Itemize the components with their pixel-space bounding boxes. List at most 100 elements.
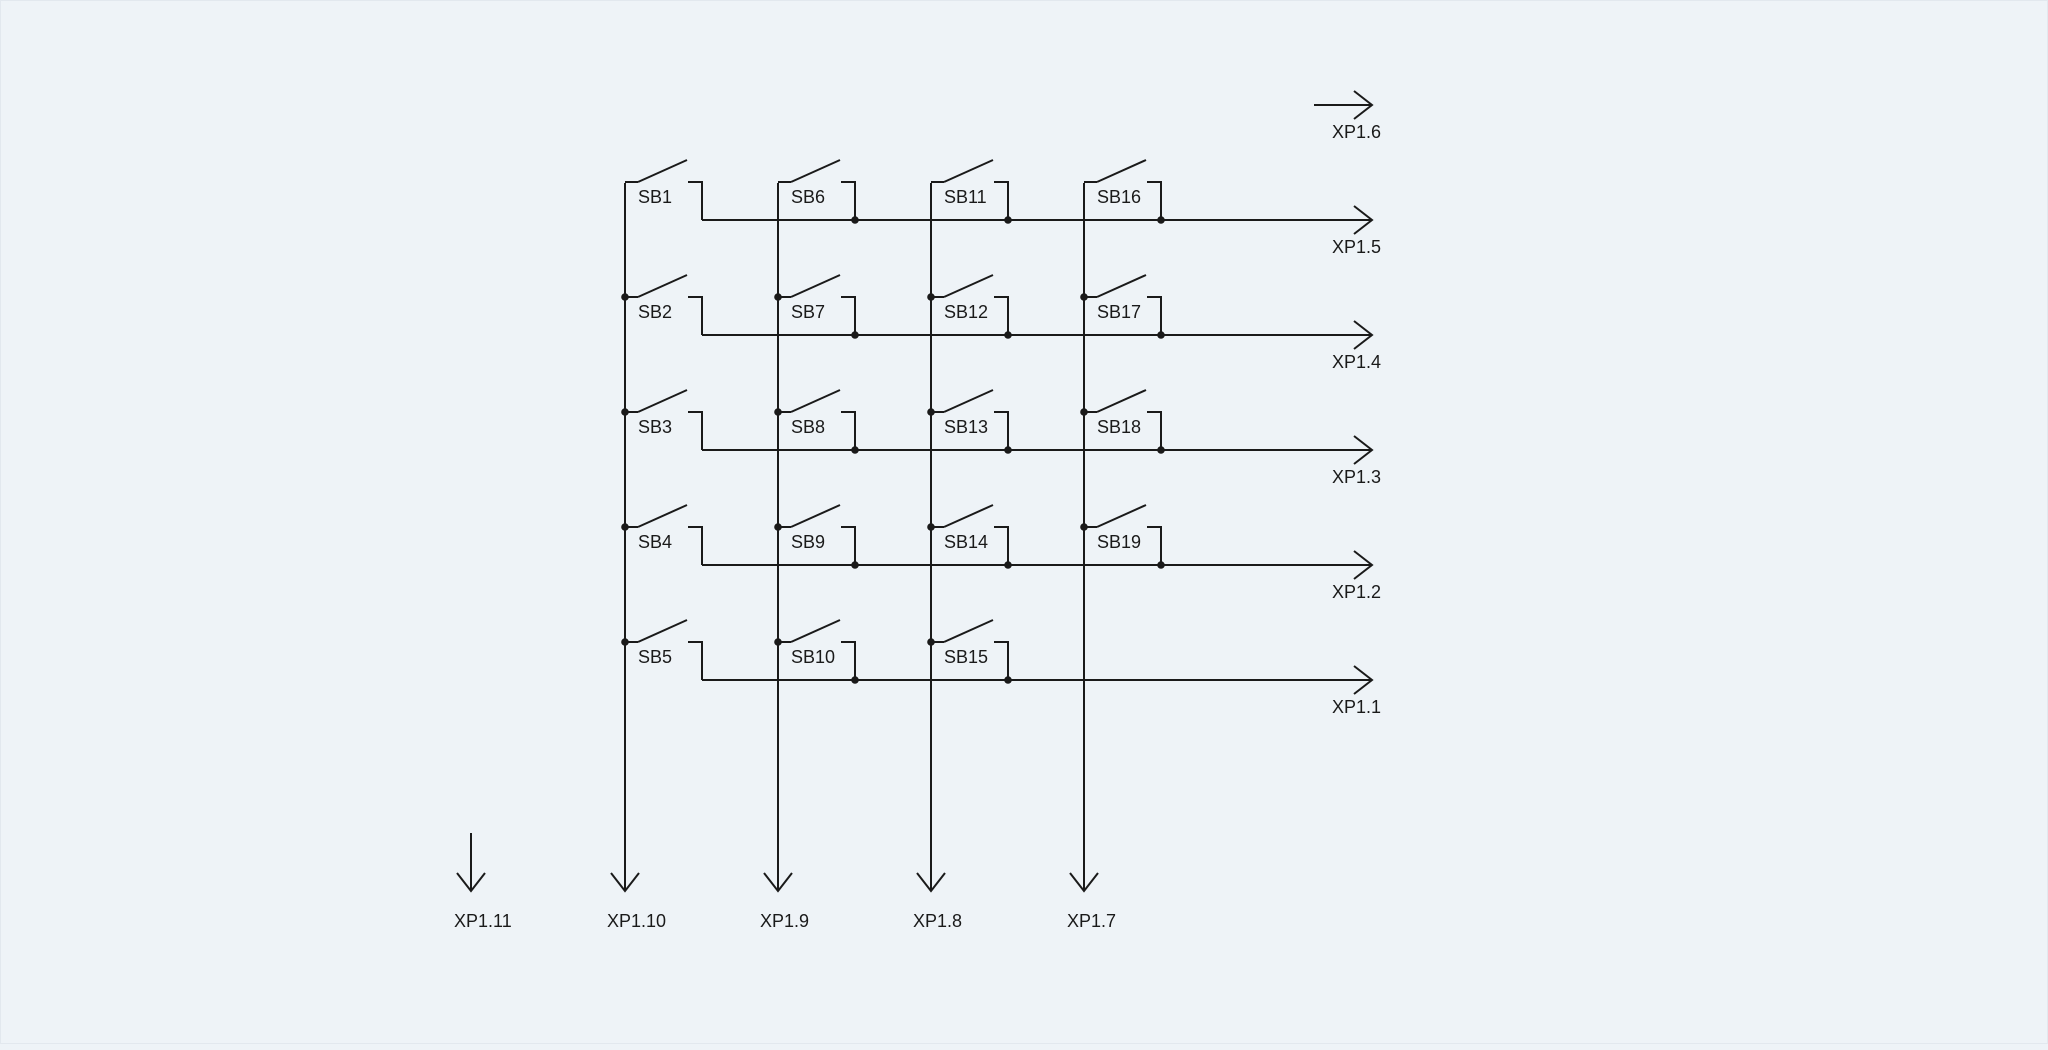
switch-blade <box>790 619 841 643</box>
row-output-label-1: XP1.5 <box>1332 237 1381 257</box>
junction-dot <box>621 408 629 416</box>
switch-blade <box>637 619 688 643</box>
switch-label-sb9: SB9 <box>791 532 825 552</box>
row-output-label-5: XP1.1 <box>1332 697 1381 717</box>
switch-sb11 <box>931 159 1009 220</box>
junction-dot <box>1157 331 1165 339</box>
switch-blade <box>1096 274 1147 298</box>
switch-label-sb7: SB7 <box>791 302 825 322</box>
switch-right-contact <box>688 296 703 335</box>
switch-label-sb14: SB14 <box>944 532 988 552</box>
switch-label-sb3: SB3 <box>638 417 672 437</box>
switch-right-contact <box>994 641 1009 680</box>
switch-right-contact <box>994 181 1009 220</box>
junction-dot <box>774 638 782 646</box>
column-output-label-2: XP1.9 <box>760 911 809 931</box>
switch-label-sb1: SB1 <box>638 187 672 207</box>
switch-right-contact <box>1147 526 1162 565</box>
switch-label-sb17: SB17 <box>1097 302 1141 322</box>
switch-blade <box>637 274 688 298</box>
junction-dot <box>621 293 629 301</box>
switch-right-contact <box>841 181 856 220</box>
switch-label-sb2: SB2 <box>638 302 672 322</box>
junction-dot <box>774 523 782 531</box>
switch-right-contact <box>688 181 703 220</box>
switch-right-contact <box>1147 296 1162 335</box>
switch-label-sb4: SB4 <box>638 532 672 552</box>
switch-right-contact <box>994 526 1009 565</box>
switch-blade <box>1096 504 1147 528</box>
switch-right-contact <box>841 411 856 450</box>
junction-dot <box>1157 446 1165 454</box>
column-output-arrow-4 <box>1069 872 1099 893</box>
junction-dot <box>1004 216 1012 224</box>
row-output-arrow-3 <box>1353 435 1374 465</box>
switch-blade <box>1096 389 1147 413</box>
row-output-label-2: XP1.4 <box>1332 352 1381 372</box>
junction-dot <box>927 408 935 416</box>
switch-label-sb5: SB5 <box>638 647 672 667</box>
switch-label-sb18: SB18 <box>1097 417 1141 437</box>
column-output-arrow-0 <box>456 872 486 893</box>
switch-blade <box>943 504 994 528</box>
switch-label-sb6: SB6 <box>791 187 825 207</box>
row-output-arrow-4 <box>1353 550 1374 580</box>
junction-dot <box>851 561 859 569</box>
switch-label-sb8: SB8 <box>791 417 825 437</box>
switch-sb16 <box>1084 159 1162 220</box>
switch-right-contact <box>841 526 856 565</box>
switch-right-contact <box>994 411 1009 450</box>
switch-blade <box>943 159 994 183</box>
junction-dot <box>851 676 859 684</box>
switch-label-sb12: SB12 <box>944 302 988 322</box>
switch-label-sb16: SB16 <box>1097 187 1141 207</box>
junction-dot <box>1080 408 1088 416</box>
switch-blade <box>943 274 994 298</box>
column-output-label-0: XP1.11 <box>454 911 512 931</box>
column-output-label-3: XP1.8 <box>913 911 962 931</box>
column-output-arrow-3 <box>916 872 946 893</box>
switch-blade <box>943 389 994 413</box>
switch-blade <box>637 159 688 183</box>
junction-dot <box>851 216 859 224</box>
column-output-arrow-2 <box>763 872 793 893</box>
switch-right-contact <box>688 411 703 450</box>
junction-dot <box>927 523 935 531</box>
row-output-label-0: XP1.6 <box>1332 122 1381 142</box>
junction-dot <box>851 446 859 454</box>
row-output-label-3: XP1.3 <box>1332 467 1381 487</box>
row-output-arrow-5 <box>1353 665 1374 695</box>
junction-dot <box>1080 293 1088 301</box>
switch-label-sb11: SB11 <box>944 187 987 207</box>
junction-dot <box>1157 561 1165 569</box>
switch-right-contact <box>688 526 703 565</box>
switch-right-contact <box>841 296 856 335</box>
junction-dot <box>621 523 629 531</box>
switch-blade <box>637 504 688 528</box>
row-output-label-4: XP1.2 <box>1332 582 1381 602</box>
switch-blade <box>790 274 841 298</box>
column-output-label-4: XP1.7 <box>1067 911 1116 931</box>
junction-dot <box>851 331 859 339</box>
junction-dot <box>1004 676 1012 684</box>
junction-dot <box>1004 331 1012 339</box>
switch-right-contact <box>841 641 856 680</box>
switch-right-contact <box>688 641 703 680</box>
junction-dot <box>1080 523 1088 531</box>
switch-label-sb13: SB13 <box>944 417 988 437</box>
switch-blade <box>790 389 841 413</box>
junction-dot <box>774 408 782 416</box>
switch-blade <box>943 619 994 643</box>
switch-blade <box>1096 159 1147 183</box>
switch-sb1 <box>625 159 703 220</box>
row-output-arrow-2 <box>1353 320 1374 350</box>
switch-blade <box>637 389 688 413</box>
switch-right-contact <box>1147 411 1162 450</box>
switch-right-contact <box>994 296 1009 335</box>
junction-dot <box>621 638 629 646</box>
switch-right-contact <box>1147 181 1162 220</box>
switch-blade <box>790 159 841 183</box>
switch-label-sb15: SB15 <box>944 647 988 667</box>
column-output-arrow-1 <box>610 872 640 893</box>
